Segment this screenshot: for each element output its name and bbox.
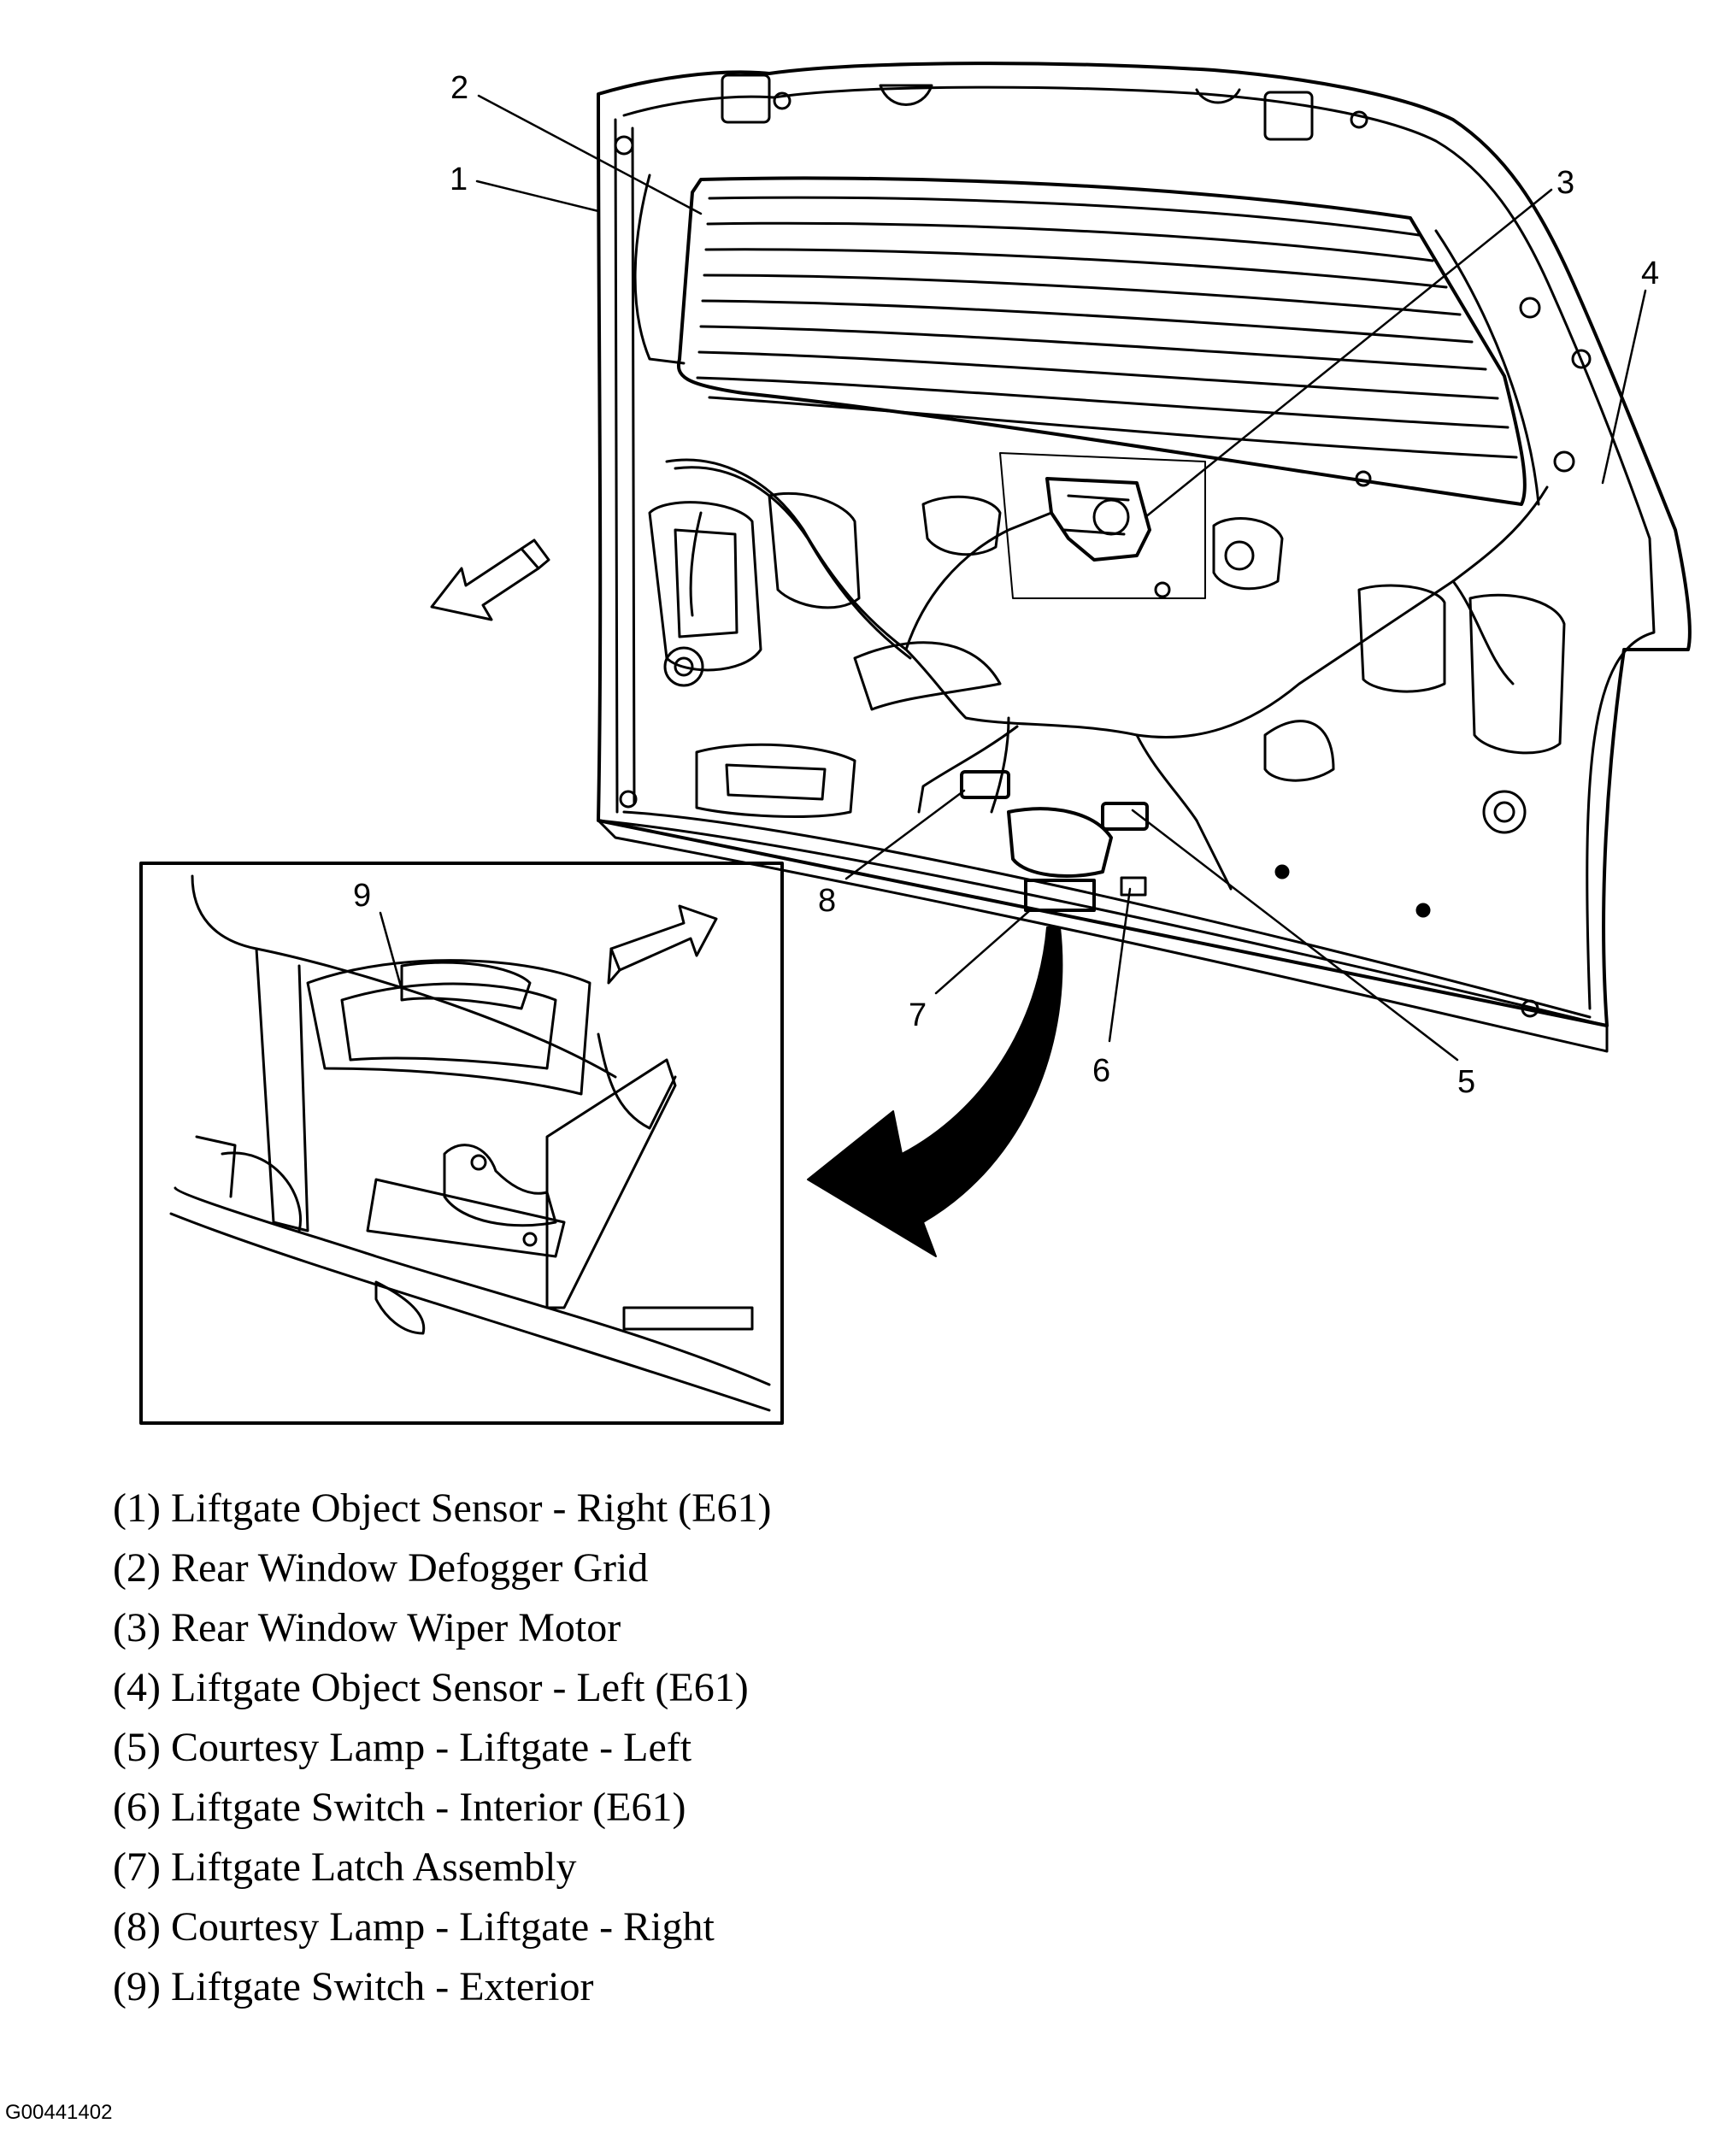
legend-item-3: (3) Rear Window Wiper Motor	[113, 1605, 621, 1650]
direction-arrow-left-icon	[430, 538, 550, 621]
legend-item-5: (5) Courtesy Lamp - Liftgate - Left	[113, 1725, 692, 1770]
callout-labels: 1 2 3 4 5 6 7 8 9	[353, 70, 1659, 1100]
parts-legend: (1) Liftgate Object Sensor - Right (E61)…	[113, 1479, 771, 2017]
callout-leaders	[379, 94, 1647, 1062]
callout-7: 7	[909, 997, 927, 1033]
liftgate-panel	[597, 62, 1692, 1053]
callout-6: 6	[1092, 1053, 1110, 1089]
callout-2: 2	[450, 70, 468, 106]
callout-4: 4	[1641, 256, 1659, 291]
wiring-harness	[665, 458, 1549, 891]
legend-item-4: (4) Liftgate Object Sensor - Left (E61)	[113, 1665, 749, 1710]
legend-item-6: (6) Liftgate Switch - Interior (E61)	[113, 1785, 686, 1830]
latch-area	[960, 770, 1149, 912]
figure-id: G00441402	[5, 2101, 113, 2124]
wiper-motor	[1045, 477, 1151, 562]
legend-item-1: (1) Liftgate Object Sensor - Right (E61)	[113, 1485, 772, 1531]
legend-item-9: (9) Liftgate Switch - Exterior	[113, 1964, 594, 2009]
legend-item-7: (7) Liftgate Latch Assembly	[113, 1844, 577, 1890]
direction-arrow-right-icon	[607, 904, 718, 985]
legend-item-8: (8) Courtesy Lamp - Liftgate - Right	[113, 1904, 715, 1950]
callout-5: 5	[1457, 1064, 1475, 1100]
legend-item-2: (2) Rear Window Defogger Grid	[113, 1545, 649, 1591]
detail-inset	[139, 862, 784, 1425]
inner-panel-cutouts	[619, 452, 1566, 1018]
callout-3: 3	[1557, 165, 1574, 201]
callout-1: 1	[450, 162, 468, 197]
callout-8: 8	[818, 883, 836, 919]
rear-window-defogger-grid	[633, 174, 1540, 506]
detail-pointer-arrow-icon	[807, 926, 1063, 1257]
callout-9: 9	[353, 878, 371, 914]
